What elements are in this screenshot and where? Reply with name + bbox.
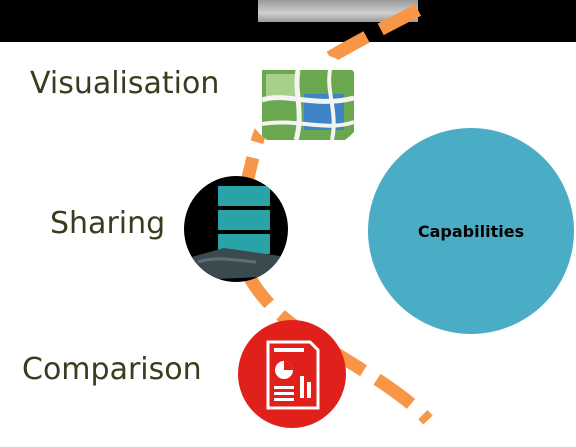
capabilities-label: Capabilities — [417, 221, 525, 241]
sharing-label: Sharing — [50, 206, 166, 241]
top-bar — [0, 0, 576, 42]
capabilities-circle: Capabilities — [368, 128, 574, 334]
comparison-label: Comparison — [22, 352, 202, 387]
map-visualisation-icon — [246, 52, 366, 152]
visualisation-label: Visualisation — [30, 66, 220, 101]
top-bar-highlight — [258, 0, 418, 22]
report-comparison-icon — [238, 320, 346, 428]
hand-sharing-icon — [184, 176, 288, 282]
